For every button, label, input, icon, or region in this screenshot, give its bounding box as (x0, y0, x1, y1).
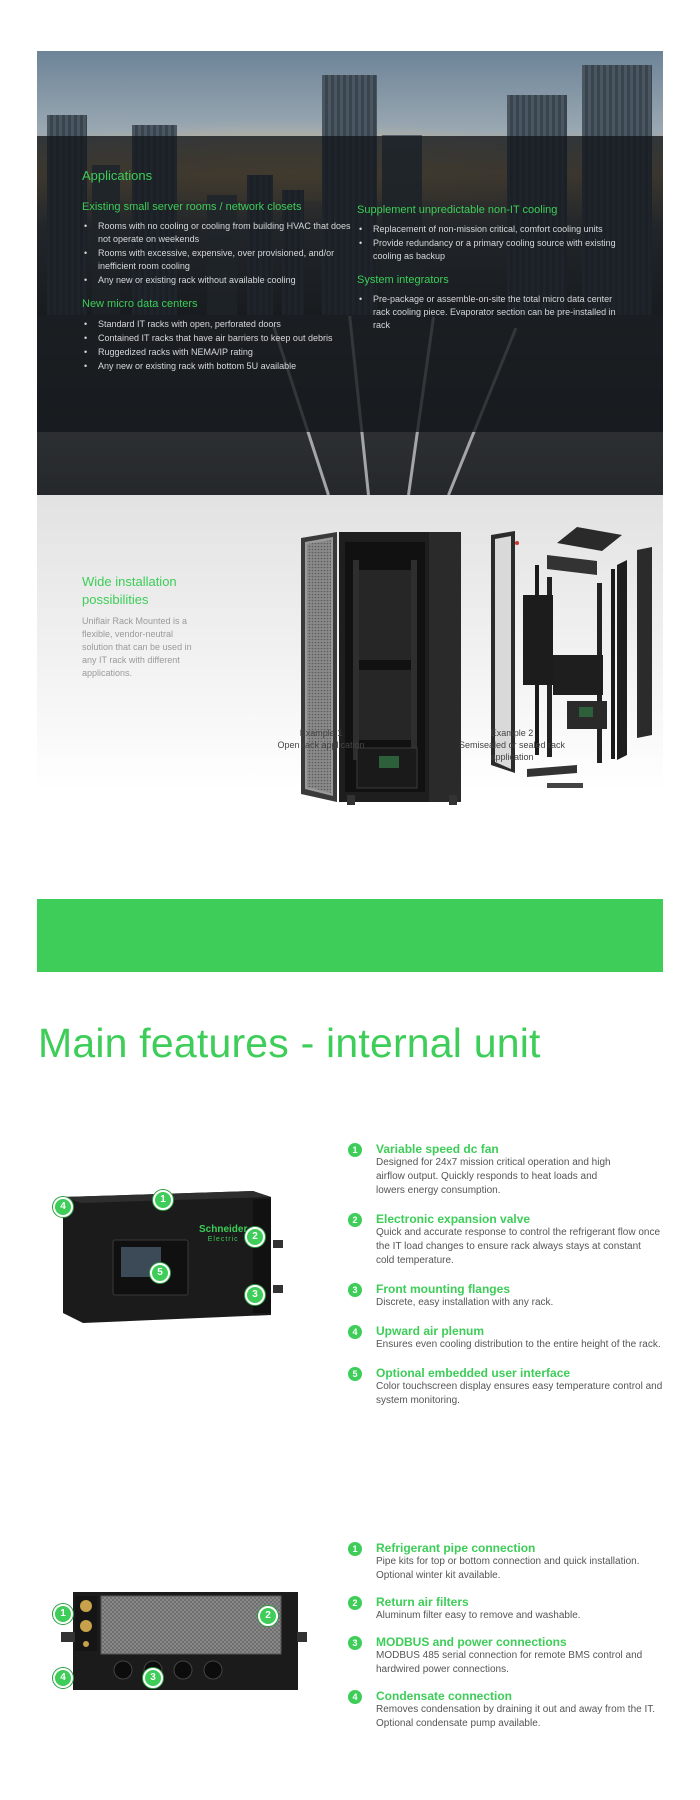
feature-description: Discrete, easy installation with any rac… (376, 1297, 554, 1308)
example-2-caption: Example 2 Semisealed or sealed rack appl… (457, 727, 567, 763)
internal-unit-rear-image: 1 2 3 4 (53, 1582, 313, 1702)
feature-description: Quick and accurate response to control t… (376, 1227, 661, 1266)
feature-description: Ensures even cooling distribution to the… (376, 1339, 661, 1350)
features-list-front: 1 Variable speed dc fan Designed for 24x… (348, 1142, 668, 1408)
internal-unit-front-image: Schneider Electric 1 2 3 4 5 (53, 1185, 293, 1330)
feature-number: 3 (348, 1636, 362, 1650)
callout-4: 4 (53, 1668, 73, 1688)
feature-item: 3 Front mounting flanges Discrete, easy … (348, 1282, 668, 1310)
feature-title: Optional embedded user interface (376, 1366, 571, 1380)
installation-title: Wide installation possibilities (82, 574, 177, 607)
example-2-description: Semisealed or sealed rack application (458, 740, 566, 762)
feature-number: 2 (348, 1213, 362, 1227)
list-item: Replacement of non-mission critical, com… (357, 223, 617, 236)
feature-item: 5 Optional embedded user interface Color… (348, 1366, 668, 1408)
list-item: Rooms with no cooling or cooling from bu… (82, 220, 352, 246)
callout-2: 2 (245, 1227, 265, 1247)
feature-title: Upward air plenum (376, 1324, 485, 1338)
feature-description: Color touchscreen display ensures easy t… (376, 1381, 663, 1406)
bullet-list: Pre-package or assemble-on-site the tota… (357, 293, 617, 332)
list-item: Pre-package or assemble-on-site the tota… (357, 293, 617, 332)
feature-title: Electronic expansion valve (376, 1212, 531, 1226)
feature-description: Designed for 24x7 mission critical opera… (376, 1157, 611, 1196)
callout-1: 1 (153, 1190, 173, 1210)
feature-item: 1 Refrigerant pipe connection Pipe kits … (348, 1541, 668, 1583)
section-heading: System integrators (357, 274, 449, 286)
applications-title: Applications (82, 168, 153, 183)
feature-title: Condensate connection (376, 1689, 513, 1703)
feature-number: 4 (348, 1690, 362, 1704)
callout-3: 3 (143, 1668, 163, 1688)
feature-item: 2 Electronic expansion valve Quick and a… (348, 1212, 668, 1268)
schneider-logo: Schneider Electric (199, 1225, 247, 1245)
applications-hero: Applications Existing small server rooms… (37, 51, 663, 495)
bullet-list: Rooms with no cooling or cooling from bu… (82, 220, 352, 287)
feature-item: 4 Condensate connection Removes condensa… (348, 1689, 668, 1731)
open-rack-image (301, 532, 461, 805)
applications-overlay: Applications Existing small server rooms… (37, 136, 663, 432)
list-item: Provide redundancy or a primary cooling … (357, 237, 617, 263)
example-2-label: Example 2 (490, 728, 534, 738)
logo-brand: Schneider (199, 1224, 248, 1235)
feature-title: Front mounting flanges (376, 1282, 510, 1296)
list-item: Any new or existing rack with bottom 5U … (82, 360, 352, 373)
feature-description: Removes condensation by draining it out … (376, 1704, 656, 1729)
callout-1: 1 (53, 1604, 73, 1624)
list-item: Any new or existing rack without availab… (82, 274, 352, 287)
feature-item: 2 Return air filters Aluminum filter eas… (348, 1595, 668, 1623)
feature-number: 1 (348, 1143, 362, 1157)
logo-sub: Electric (207, 1236, 239, 1243)
section-heading: Supplement unpredictable non-IT cooling (357, 204, 558, 216)
callout-5: 5 (150, 1263, 170, 1283)
feature-item: 4 Upward air plenum Ensures even cooling… (348, 1324, 668, 1352)
feature-description: Aluminum filter easy to remove and washa… (376, 1610, 581, 1621)
feature-title: Variable speed dc fan (376, 1142, 499, 1156)
feature-title: Return air filters (376, 1595, 469, 1609)
list-item: Ruggedized racks with NEMA/IP rating (82, 346, 352, 359)
feature-number: 2 (348, 1596, 362, 1610)
feature-number: 3 (348, 1283, 362, 1297)
bullet-list: Replacement of non-mission critical, com… (357, 223, 617, 263)
list-item: Contained IT racks that have air barrier… (82, 332, 352, 345)
feature-item: 3 MODBUS and power connections MODBUS 48… (348, 1635, 668, 1677)
feature-description: Pipe kits for top or bottom connection a… (376, 1556, 640, 1581)
feature-description: MODBUS 485 serial connection for remote … (376, 1650, 643, 1675)
callout-4: 4 (53, 1197, 73, 1217)
example-1-description: Open rack application (277, 740, 365, 750)
callout-2: 2 (258, 1606, 278, 1626)
feature-title: MODBUS and power connections (376, 1635, 567, 1649)
bullet-list: Standard IT racks with open, perforated … (82, 318, 352, 373)
installation-description: Uniflair Rack Mounted is a flexible, ven… (82, 616, 192, 678)
callout-3: 3 (245, 1285, 265, 1305)
features-list-rear: 1 Refrigerant pipe connection Pipe kits … (348, 1541, 668, 1731)
main-features-title: Main features - internal unit (38, 1020, 541, 1066)
feature-number: 4 (348, 1325, 362, 1339)
installation-section: Wide installation possibilities Uniflair… (37, 495, 663, 890)
feature-item: 1 Variable speed dc fan Designed for 24x… (348, 1142, 668, 1198)
applications-left-column: Applications Existing small server rooms… (82, 168, 352, 374)
applications-right-column: Supplement unpredictable non-IT cooling … (357, 204, 617, 333)
section-heading: New micro data centers (82, 298, 198, 310)
exploded-rack-image (491, 527, 652, 788)
feature-title: Refrigerant pipe connection (376, 1541, 536, 1555)
example-1-label: Example 1 (299, 728, 343, 738)
green-divider-band (37, 899, 663, 972)
feature-number: 5 (348, 1367, 362, 1381)
feature-number: 1 (348, 1542, 362, 1556)
example-1-caption: Example 1 Open rack application (261, 727, 381, 751)
section-heading: Existing small server rooms / network cl… (82, 201, 302, 213)
list-item: Rooms with excessive, expensive, over pr… (82, 247, 352, 273)
list-item: Standard IT racks with open, perforated … (82, 318, 352, 331)
